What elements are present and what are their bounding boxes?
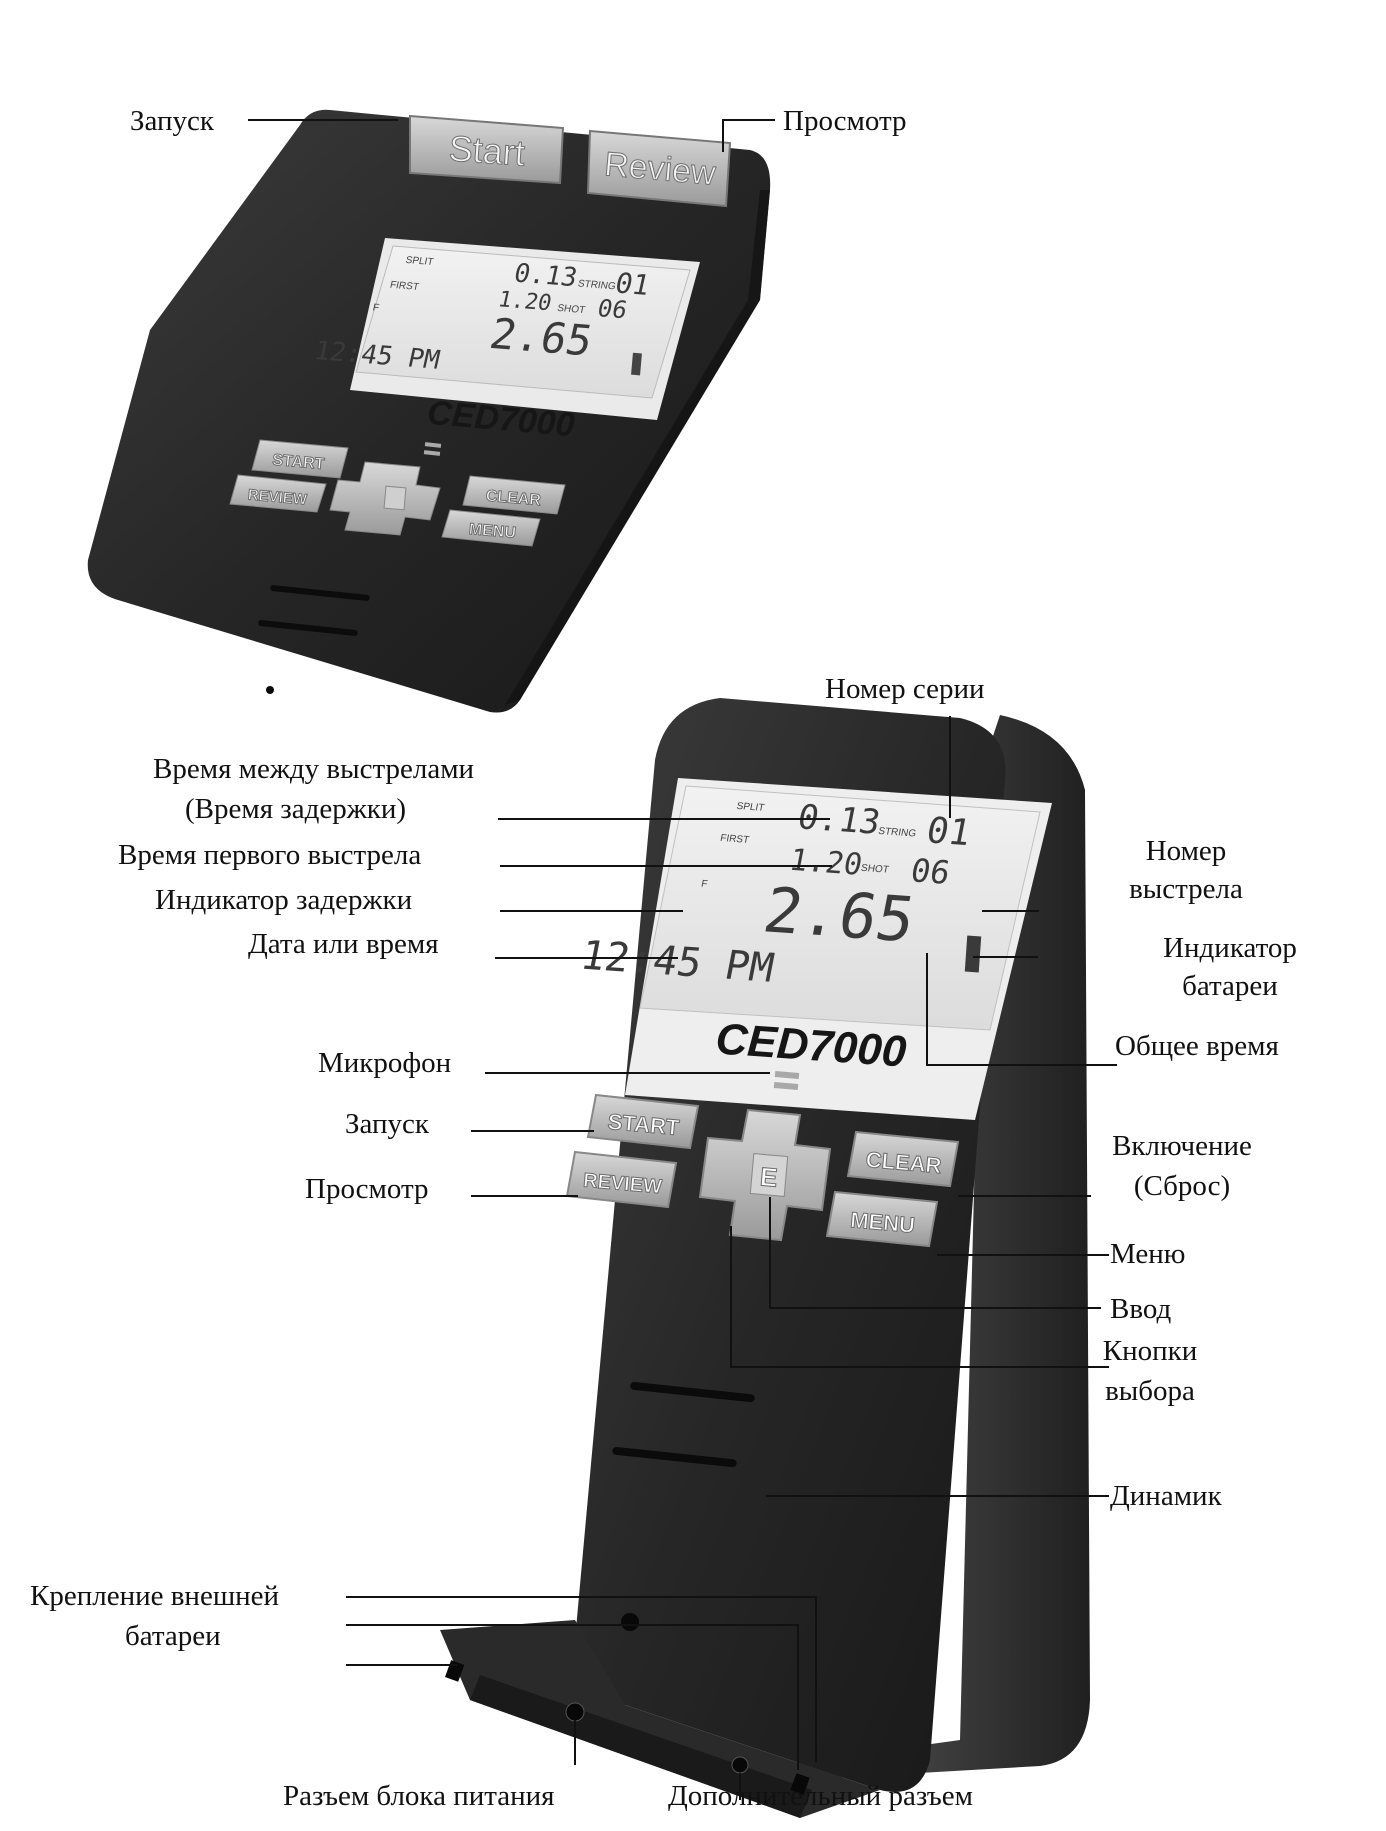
battery-indicator-icon <box>964 935 982 973</box>
top-speaker-slot <box>270 585 370 601</box>
top-split-value: 0.13 <box>511 259 580 293</box>
top-front-review-button[interactable]: REVIEW <box>229 474 327 513</box>
label-speaker: Динамик <box>1110 1480 1223 1512</box>
label-string-number: Номер серии <box>825 673 985 705</box>
top-string-value: 01 <box>612 267 653 302</box>
label-microphone: Микрофон <box>318 1047 451 1079</box>
device-main-bottom <box>440 1620 880 1818</box>
clear-button[interactable]: CLEAR <box>846 1130 960 1188</box>
label-ext-battery-mount-2: батареи <box>125 1620 221 1652</box>
split-time-value: 0.13 <box>794 798 883 843</box>
power-jack-port <box>565 1702 585 1722</box>
label-power-jack: Разъем блока питания <box>283 1780 555 1812</box>
device-top-view: Start Review SPLIT FIRST F 0.13 STRING 0… <box>87 109 771 713</box>
battery-mount-hole <box>621 1613 639 1631</box>
main-lcd-display: SPLIT FIRST F 0.13 STRING 01 1.20 SHOT 0… <box>577 785 1041 1031</box>
top-microphone <box>424 442 442 448</box>
top-front-clear-button[interactable]: CLEAR <box>462 475 566 515</box>
leader-lines <box>248 119 1117 1800</box>
callout-labels: Запуск Просмотр Номер серии Время между … <box>30 105 1297 1812</box>
speaker-slot <box>630 1381 755 1403</box>
top-front-clear-label: CLEAR <box>485 488 542 510</box>
first-shot-value: 1.20 <box>786 843 865 883</box>
label-shot-number-1: Номер <box>1146 835 1227 867</box>
top-front-menu-button[interactable]: MENU <box>441 509 541 547</box>
top-front-dpad[interactable] <box>329 461 441 536</box>
shot-label: SHOT <box>860 863 890 876</box>
device-main-view: SPLIT FIRST F 0.13 STRING 01 1.20 SHOT 0… <box>440 698 1090 1818</box>
string-number-value: 01 <box>923 809 974 854</box>
top-bottom-hole <box>266 686 274 694</box>
main-split-label: SPLIT <box>736 801 766 814</box>
enter-button[interactable]: E <box>749 1153 789 1197</box>
top-total-value: 2.65 <box>486 309 597 365</box>
label-split-time-1: Время между выстрелами <box>153 753 474 785</box>
battery-mount-right <box>790 1773 810 1795</box>
device-main-bottom-edge <box>470 1675 812 1818</box>
label-date-or-time: Дата или время <box>248 928 439 960</box>
enter-button-label: E <box>759 1161 779 1192</box>
label-first-shot-time: Время первого выстрела <box>118 839 421 871</box>
total-time-value: 2.65 <box>758 874 921 956</box>
selection-dpad[interactable]: E <box>698 1108 832 1242</box>
aux-jack-port <box>731 1756 749 1774</box>
top-enter-button[interactable] <box>383 485 407 511</box>
label-total-time: Общее время <box>1115 1030 1279 1062</box>
label-power-on-2: (Сброс) <box>1134 1170 1230 1202</box>
menu-button[interactable]: MENU <box>825 1190 939 1248</box>
top-shot-value: 06 <box>595 294 630 324</box>
top-shot-label: SHOT <box>556 303 586 316</box>
delay-indicator: F <box>700 879 708 890</box>
start-button[interactable]: START <box>586 1093 700 1150</box>
label-top-review: Просмотр <box>783 105 907 137</box>
top-split-label: SPLIT <box>404 255 434 268</box>
top-microphone-slot <box>423 450 441 456</box>
label-aux-jack: Дополнительный разъем <box>668 1780 973 1812</box>
review-button[interactable]: REVIEW <box>565 1150 678 1209</box>
top-front-menu-label: MENU <box>468 521 516 542</box>
label-ext-battery-mount-1: Крепление внешней <box>30 1580 279 1612</box>
label-delay-indicator: Индикатор задержки <box>155 884 412 916</box>
label-battery-indicator-2: батареи <box>1182 970 1278 1002</box>
top-first-label: FIRST <box>389 280 420 293</box>
top-front-start-button[interactable]: START <box>251 439 349 479</box>
label-split-time-2: (Время задержки) <box>185 793 406 825</box>
top-front-review-label: REVIEW <box>247 486 308 508</box>
microphone-slot <box>774 1070 800 1080</box>
microphone-slot <box>773 1081 799 1091</box>
label-power-on-1: Включение <box>1112 1130 1252 1162</box>
label-menu: Меню <box>1110 1238 1185 1270</box>
menu-button-label: MENU <box>849 1207 916 1238</box>
label-select-buttons-1: Кнопки <box>1103 1335 1198 1367</box>
top-battery-icon <box>631 352 642 376</box>
review-button-label: REVIEW <box>582 1170 663 1199</box>
top-front-start-label: START <box>272 452 326 473</box>
label-top-start: Запуск <box>130 105 215 137</box>
shot-number-value: 06 <box>908 852 954 892</box>
label-start: Запуск <box>345 1108 430 1140</box>
label-battery-indicator-1: Индикатор <box>1163 932 1297 964</box>
label-shot-number-2: выстрела <box>1129 873 1243 905</box>
label-enter: Ввод <box>1110 1293 1172 1325</box>
device-main-side <box>780 715 1090 1780</box>
top-start-label: Start <box>448 127 527 173</box>
main-first-label: FIRST <box>719 833 750 846</box>
top-lcd-display: SPLIT FIRST F 0.13 STRING 01 1.20 SHOT 0… <box>311 245 691 399</box>
top-speaker-slot <box>258 620 358 636</box>
top-string-label: STRING <box>577 279 617 293</box>
string-label: STRING <box>877 826 917 839</box>
top-f-indicator: F <box>372 303 380 314</box>
label-review: Просмотр <box>305 1173 429 1205</box>
top-start-button[interactable]: Start <box>409 114 565 185</box>
top-review-button[interactable]: Review <box>586 129 732 208</box>
top-first-value: 1.20 <box>496 287 554 317</box>
label-select-buttons-2: выбора <box>1105 1375 1195 1407</box>
speaker-slot <box>612 1446 737 1468</box>
